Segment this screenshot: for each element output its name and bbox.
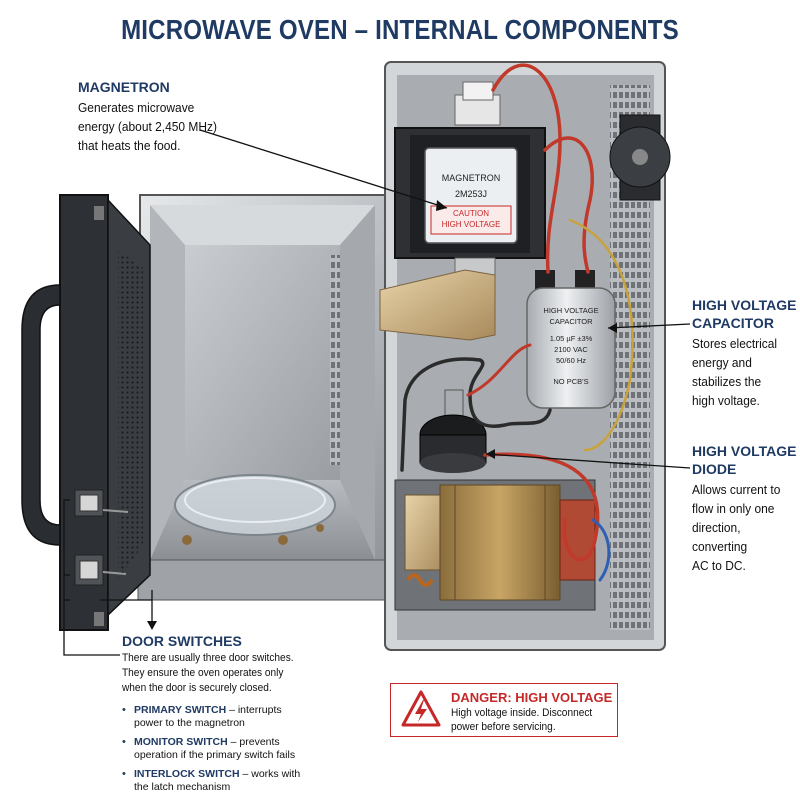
switch-desc: – prevents operation if the primary swit… [134, 736, 296, 761]
capacitor-desc-line: stabilizes the [692, 374, 762, 389]
switch-list-item: PRIMARY SWITCH – interrupts power to the… [122, 704, 312, 730]
can-line-1: HIGH VOLTAGE [543, 306, 599, 315]
diode-unit [419, 389, 487, 473]
turntable [174, 474, 336, 545]
high-voltage-warning-icon [401, 690, 441, 727]
magnetron-desc-line: that heats the food. [78, 138, 181, 153]
magnetron-unit [379, 81, 546, 341]
diode-pointer-arrow [486, 449, 495, 459]
caution-line1: CAUTION [453, 209, 489, 218]
switch-desc: – works with the latch mechanism [134, 768, 301, 793]
capacitor-heading: HIGH VOLTAGE CAPACITOR [692, 296, 797, 332]
capacitor-desc-line: Stores electrical [692, 336, 778, 351]
diode-desc-line: flow in only one [692, 501, 775, 516]
magnetron-heading: MAGNETRON [78, 79, 170, 95]
can-line-3: 1.05 µF ±3% [549, 334, 593, 343]
door-switches-heading: DOOR SWITCHES [122, 633, 242, 649]
diode-heading: HIGH VOLTAGE DIODE [692, 442, 797, 478]
magnetron-description: Generates microwave energy (about 2,450 … [78, 98, 262, 155]
magnetron-desc-line: Generates microwave [78, 100, 195, 115]
magnetron-plate-line1: MAGNETRON [441, 173, 501, 183]
switch-list-item: INTERLOCK SWITCH – works with the latch … [122, 768, 312, 794]
diode-heading-line: HIGH VOLTAGE [692, 443, 797, 459]
capacitor-callout: HIGH VOLTAGE CAPACITOR Stores electrical… [692, 296, 797, 410]
danger-warning-box: DANGER: HIGH VOLTAGE High voltage inside… [390, 683, 618, 737]
switch-desc: – interrupts power to the magnetron [134, 704, 282, 729]
door-switches-desc-line: There are usually three door switches. [122, 652, 294, 664]
magnetron-caution-label: CAUTION HIGH VOLTAGE [431, 208, 511, 230]
page-title: MICROWAVE OVEN – INTERNAL COMPONENTS [121, 14, 679, 45]
diode-heading-line: DIODE [692, 461, 737, 477]
can-line-4: 2100 VAC [554, 345, 588, 354]
switch-name: INTERLOCK SWITCH [134, 768, 240, 780]
leader-lines [63, 129, 691, 656]
danger-title: DANGER: HIGH VOLTAGE [451, 690, 613, 705]
magnetron-pointer-arrow [436, 200, 447, 211]
can-line-5: 50/60 Hz [555, 356, 587, 365]
diode-description: Allows current to flow in only one direc… [692, 480, 789, 575]
capacitor-desc-line: high voltage. [692, 393, 760, 408]
switch-pointer-arrow [147, 621, 157, 630]
magnetron-callout: MAGNETRON Generates microwave energy (ab… [78, 78, 278, 155]
switch-list-item: MONITOR SWITCH – prevents operation if t… [122, 736, 312, 762]
switch-name: PRIMARY SWITCH [134, 704, 227, 716]
danger-text: High voltage inside. Disconnect power be… [451, 707, 593, 733]
can-line-2: CAPACITOR [549, 317, 593, 326]
diode-callout: HIGH VOLTAGE DIODE Allows current to flo… [692, 442, 797, 575]
magnetron-nameplate: MAGNETRON 2M253J [425, 170, 517, 202]
diode-desc-line: Allows current to [692, 482, 781, 497]
magnetron-plate-line2: 2M253J [454, 189, 488, 199]
switch-list: PRIMARY SWITCH – interrupts power to the… [122, 704, 312, 794]
wiring [400, 63, 634, 582]
magnetron-desc-line: energy (about 2,450 MHz) [78, 119, 217, 134]
door-switches-callout: DOOR SWITCHES There are usually three do… [122, 632, 352, 800]
capacitor-desc-line: energy and [692, 355, 752, 370]
oven-cavity [137, 194, 389, 601]
door-switch-assembly [74, 489, 129, 586]
oven-door [21, 194, 151, 631]
capacitor-can-label: HIGH VOLTAGE CAPACITOR 1.05 µF ±3% 2100 … [527, 305, 615, 387]
capacitor-heading-line: CAPACITOR [692, 315, 774, 331]
door-switches-description: There are usually three door switches. T… [122, 651, 334, 696]
capacitor-pointer-arrow [608, 323, 617, 333]
diode-desc-line: direction, converting [692, 520, 748, 554]
can-line-6: NO PCB'S [553, 377, 589, 386]
caution-line2: HIGH VOLTAGE [441, 220, 501, 229]
capacitor-description: Stores electrical energy and stabilizes … [692, 334, 789, 410]
capacitor-unit [526, 270, 616, 409]
capacitor-heading-line: HIGH VOLTAGE [692, 297, 797, 313]
door-switches-desc-line: They ensure the oven operates only [122, 667, 284, 679]
switch-name: MONITOR SWITCH [134, 736, 228, 748]
door-switches-desc-line: when the door is securely closed. [122, 682, 272, 694]
diode-desc-line: AC to DC. [692, 558, 746, 573]
